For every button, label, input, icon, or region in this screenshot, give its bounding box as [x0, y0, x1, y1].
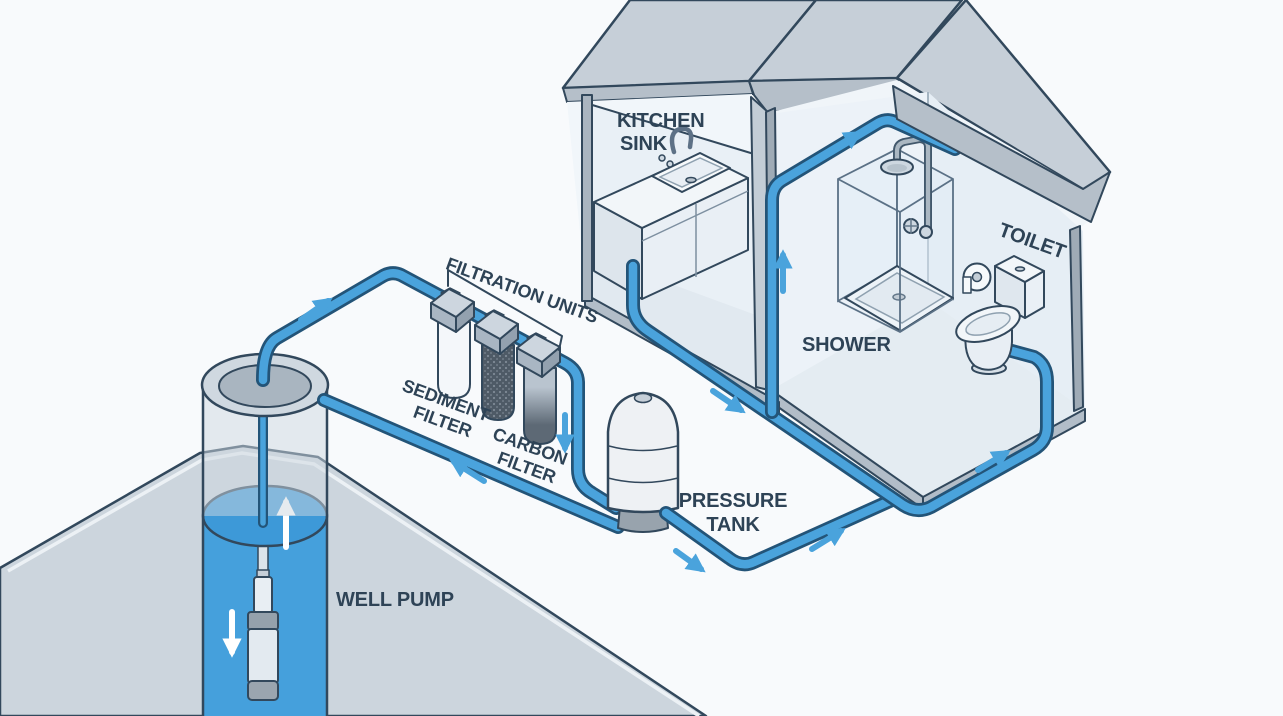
toilet [955, 255, 1045, 375]
tank-body [606, 391, 680, 514]
arrow-up-left-icon [449, 458, 487, 484]
kitchen-sink-label: KITCHEN [617, 110, 705, 132]
arrow-up-right-icon [809, 527, 846, 552]
pressure-tank-label: PRESSURE [679, 490, 787, 512]
sediment-filter-body [437, 321, 471, 399]
arrow-down-right-icon [710, 388, 746, 414]
pipe-well-to-filters [258, 269, 621, 513]
carbon-filter-body [481, 344, 515, 421]
shower [837, 135, 954, 334]
bathroom-floor [771, 300, 1085, 498]
gable-right-post [1069, 225, 1084, 412]
well [200, 352, 330, 716]
tank-cap [633, 392, 653, 404]
pipe-house-perimeter [628, 261, 1052, 515]
arrow-down-right-icon [673, 548, 706, 573]
arrow-up-right-icon [975, 450, 1011, 473]
filtration-units-bracket [447, 269, 563, 351]
kitchen-faucet [669, 126, 694, 155]
kitchen-sink-label-2: SINK [620, 133, 668, 155]
kitchen-counter [593, 126, 749, 300]
sink-drain [685, 176, 697, 184]
kitchen-corner-post [581, 94, 593, 302]
well-pump-label: WELL PUMP [336, 589, 454, 611]
flow-arrows [298, 131, 1011, 573]
arrow-up-right-icon [825, 131, 863, 155]
bathroom-back-right-wall [928, 92, 1085, 410]
submersible-pump [247, 569, 279, 701]
third-filter-body [523, 367, 557, 445]
pipe-well-to-tank-run [319, 395, 623, 532]
house [561, 0, 1112, 517]
filtration-units [430, 269, 563, 445]
roof-right-fascia [892, 85, 1111, 223]
pressure-tank-label-2: TANK [706, 514, 760, 536]
pressure-tank [606, 391, 680, 533]
ground-plane [0, 444, 708, 716]
pipe-tank-to-house [661, 495, 897, 569]
shower-drain [892, 293, 906, 301]
arrow-up-right-icon [298, 297, 333, 323]
shower-label: SHOWER [802, 334, 892, 356]
